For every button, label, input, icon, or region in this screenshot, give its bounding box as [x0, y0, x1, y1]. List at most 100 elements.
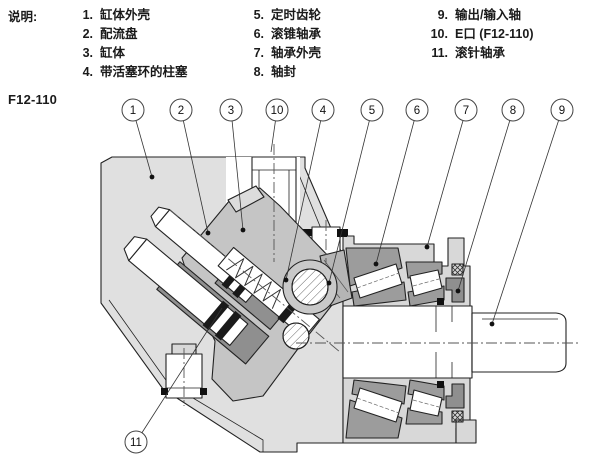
legend-item-label: 缸体外壳: [100, 8, 151, 22]
leader-line: [231, 120, 244, 231]
callout-number: 10: [271, 105, 284, 117]
leader-dot: [149, 174, 155, 180]
leader-line: [457, 120, 511, 292]
callout-balloon: [169, 98, 193, 122]
callout-number: 7: [463, 105, 469, 117]
legend-column-1: 1. 缸体外壳 2. 配流盘 3. 缸体 4. 带活塞环的柱塞: [60, 6, 188, 82]
legend-title: 说明:: [8, 10, 38, 24]
legend-item-label: 带活塞环的柱塞: [100, 65, 188, 79]
centerlines: [169, 144, 580, 406]
legend-item-10: 10. E口 (F12-110): [416, 25, 534, 44]
callout-number: 9: [559, 105, 565, 117]
callout-number: 6: [414, 105, 420, 117]
legend-item-3: 3. 缸体: [60, 44, 188, 63]
callout-balloon: [121, 98, 145, 122]
legend-item-5: 5. 定时齿轮: [240, 6, 321, 25]
shaft: [342, 305, 473, 379]
leader-line: [135, 120, 153, 178]
legend-item-11: 11. 滚针轴承: [416, 44, 534, 63]
callout-balloon: [311, 98, 335, 122]
callout-balloon: [550, 98, 574, 122]
callout-number: 8: [510, 105, 516, 117]
leader-dot: [283, 277, 289, 283]
legend-item-number: 10.: [430, 27, 448, 41]
callout-1: 1: [121, 98, 155, 180]
legend-item-number: 4.: [82, 65, 93, 79]
legend-item-label: 输出/输入轴: [455, 8, 521, 22]
leader-dot: [489, 321, 495, 327]
callout-balloon: [219, 98, 243, 122]
callout-balloon: [124, 430, 148, 454]
legend-column-3: 9. 输出/输入轴 10. E口 (F12-110) 11. 滚针轴承: [416, 6, 534, 63]
legend-item-label: 滚针轴承: [455, 46, 506, 60]
callout-balloon: [265, 98, 289, 122]
legend-item-label: 缸体: [100, 46, 126, 60]
leader-line: [182, 120, 209, 234]
legend-item-label: 轴封: [271, 65, 297, 79]
leader-dot: [455, 288, 461, 294]
callout-number: 4: [320, 105, 327, 117]
callout-6: 6: [373, 98, 429, 267]
callout-balloon: [405, 98, 429, 122]
legend-item-6: 6. 滚锥轴承: [240, 25, 321, 44]
legend-item-9: 9. 输出/输入轴: [416, 6, 534, 25]
leader-dot: [373, 261, 379, 267]
callout-number: 2: [178, 105, 184, 117]
legend-item-4: 4. 带活塞环的柱塞: [60, 63, 188, 82]
leader-dot: [424, 244, 430, 250]
leader-line: [426, 120, 464, 248]
callout-5: 5: [326, 98, 384, 286]
leader-dot: [205, 230, 211, 236]
legend-item-1: 1. 缸体外壳: [60, 6, 188, 25]
callout-balloon: [360, 98, 384, 122]
legend-item-number: 7.: [253, 46, 264, 60]
legend-item-2: 2. 配流盘: [60, 25, 188, 44]
leader-line: [375, 120, 415, 265]
piston-lower: [123, 236, 270, 365]
callout-7: 7: [424, 98, 478, 250]
tapered-roller-bearings: [345, 247, 445, 439]
legend-item-8: 8. 轴封: [240, 63, 321, 82]
legend-item-number: 2.: [82, 27, 93, 41]
output-shaft: [471, 312, 567, 373]
model-label: F12-110: [8, 92, 58, 107]
leader-line: [328, 120, 370, 284]
legend-item-number: 3.: [82, 46, 93, 60]
legend-item-label: 定时齿轮: [271, 8, 322, 22]
legend-item-label: 滚锥轴承: [271, 27, 322, 41]
callout-number: 3: [228, 105, 234, 117]
callout-balloon: [454, 98, 478, 122]
callout-2: 2: [169, 98, 211, 236]
legend-item-label: E口 (F12-110): [455, 27, 534, 41]
callout-number: 11: [130, 437, 142, 449]
legend-item-7: 7. 轴承外壳: [240, 44, 321, 63]
callout-number: 1: [130, 105, 136, 117]
callout-3: 3: [219, 98, 246, 233]
leader-dot: [326, 280, 332, 286]
legend-item-label: 轴承外壳: [271, 46, 322, 60]
legend-item-number: 8.: [253, 65, 264, 79]
timing-gear: [282, 249, 353, 350]
callout-number: 5: [369, 105, 375, 117]
leader-line: [141, 307, 223, 433]
legend-item-number: 5.: [253, 8, 264, 22]
callout-9: 9: [489, 98, 574, 327]
legend-item-label: 配流盘: [100, 27, 138, 41]
callout-balloon: [501, 98, 525, 122]
shaft-seal: [437, 263, 465, 423]
callout-10: 10: [265, 98, 289, 153]
callout-11: 11: [124, 307, 223, 454]
callout-8: 8: [455, 98, 525, 294]
legend-item-number: 6.: [253, 27, 264, 41]
legend-item-number: 11.: [431, 46, 448, 60]
legend-item-number: 9.: [437, 8, 448, 22]
leader-line: [491, 120, 559, 325]
legend-column-2: 5. 定时齿轮 6. 滚锥轴承 7. 轴承外壳 8. 轴封: [240, 6, 321, 82]
leader-line: [270, 120, 276, 153]
callout-4: 4: [283, 98, 335, 283]
leader-line: [285, 120, 322, 281]
legend-item-number: 1.: [82, 8, 93, 22]
callout-group: 1 2 3 10 4 5 6 7 8 9 11: [121, 98, 574, 454]
